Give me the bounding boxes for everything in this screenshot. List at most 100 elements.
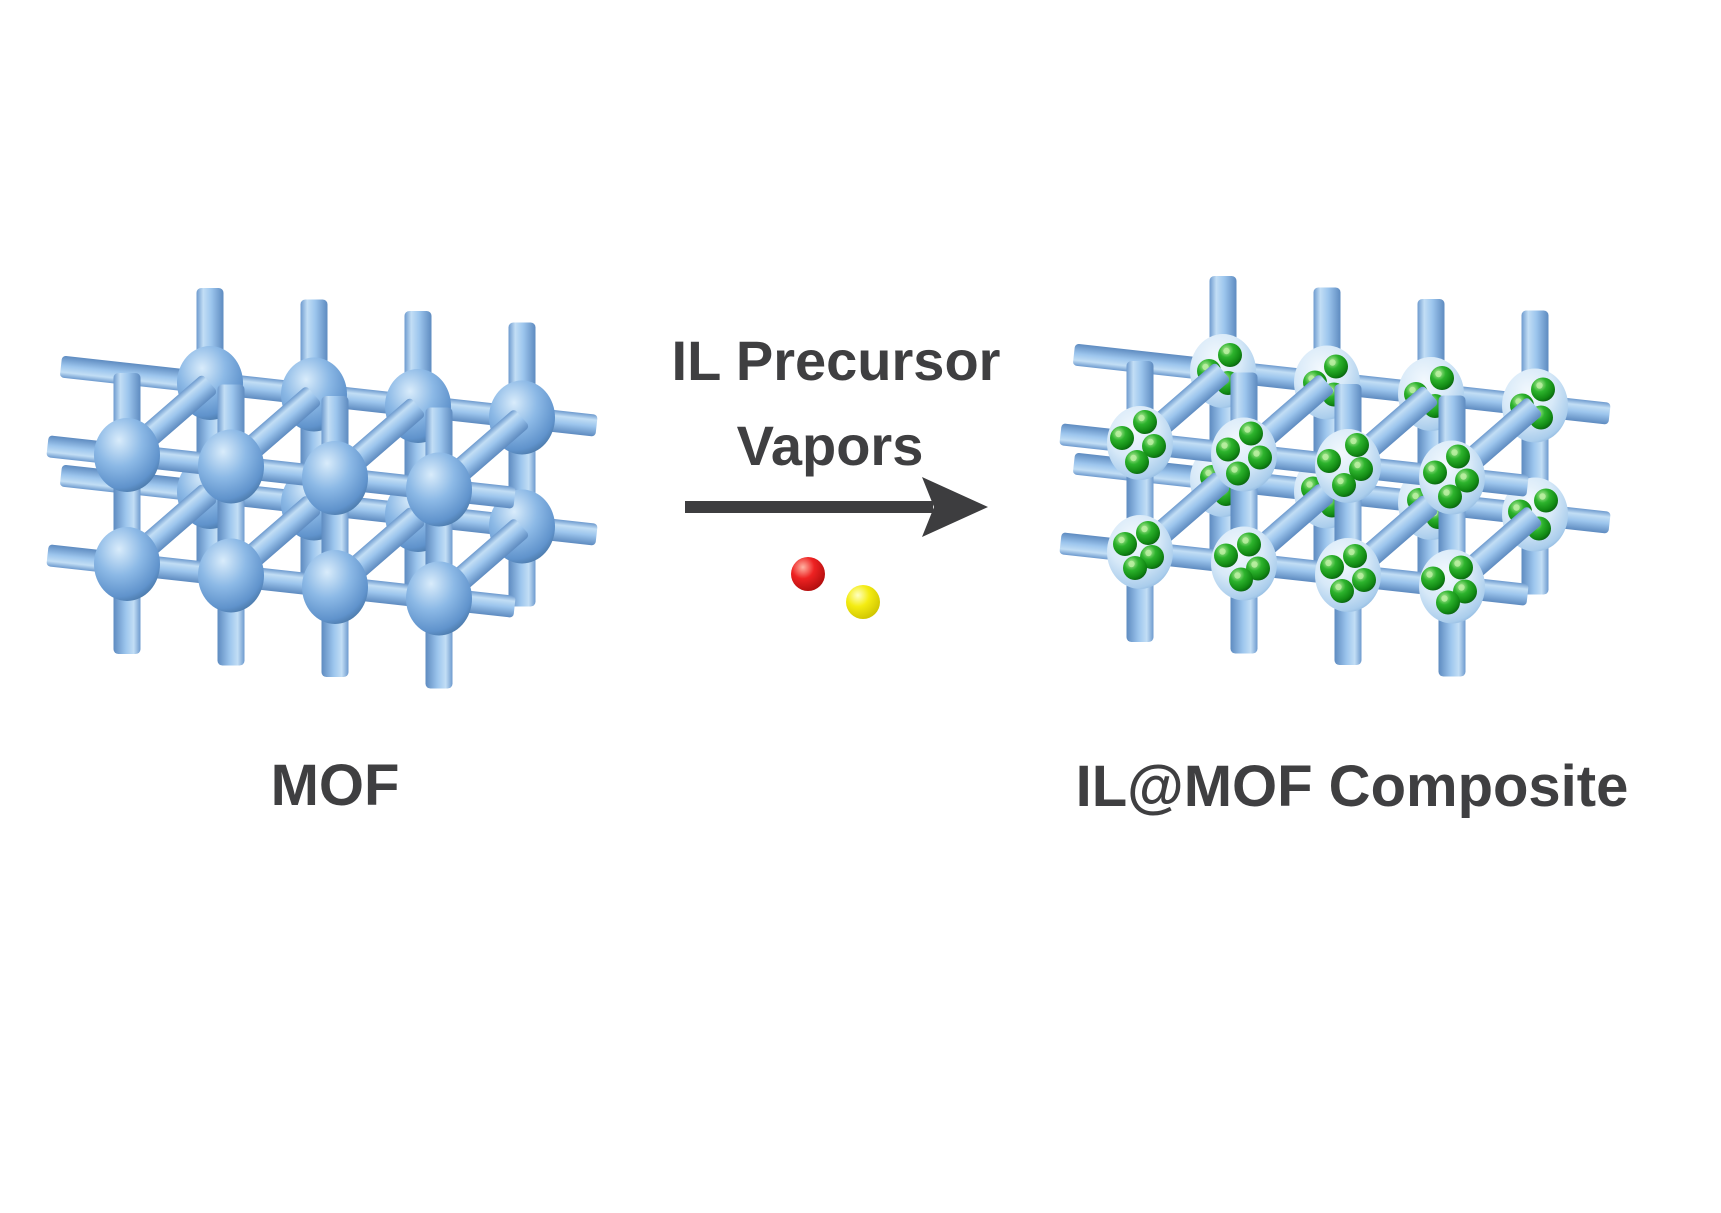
il-guest-molecule [1430,366,1454,390]
il-guest-molecule [1216,437,1240,462]
composite-cage-node [1211,526,1277,601]
il-guest-highlight [1539,493,1546,500]
il-guest-molecule [1229,567,1253,592]
il-guest-highlight [1454,560,1461,567]
mof-metal-node [94,418,160,492]
il-guest-molecule [1438,484,1462,509]
mof-metal-node-sphere [94,418,160,492]
il-guest-molecule [1133,410,1157,434]
composite-cage-node [1419,440,1485,515]
il-guest-highlight [1128,560,1135,568]
reaction-arrow-head [922,477,988,537]
composite-cage-node [1419,549,1485,624]
il-guest-highlight [1513,504,1520,511]
il-guest-highlight [1251,561,1258,568]
il-guest-molecule [1214,543,1238,568]
il-guest-molecule [1453,579,1477,604]
il-guest-highlight [1231,466,1238,473]
il-guest-molecule [1332,473,1356,497]
il-guest-highlight [1306,481,1313,488]
il-guest-molecule [1136,521,1160,545]
il-guest-highlight [1234,572,1241,579]
mof-metal-node-sphere [302,441,368,515]
il-guest-highlight [1242,537,1249,544]
il-guest-molecule [1317,449,1341,473]
il-guest-molecule [1320,555,1344,579]
mof-metal-node-sphere [198,538,264,613]
il-guest-highlight [1219,548,1226,555]
il-guest-highlight [1350,437,1357,445]
il-guest-highlight [1441,595,1448,602]
mof-metal-node [302,550,368,624]
composite-cage-node [1107,406,1173,480]
il-guest-highlight [1202,363,1209,371]
mof-metal-node-sphere [198,429,264,504]
il-guest-highlight [1130,454,1137,462]
il-guest-highlight [1451,449,1458,456]
il-guest-highlight [1253,450,1260,457]
mof-metal-node [94,527,160,601]
il-guest-highlight [1244,426,1251,433]
mof-metal-node [302,441,368,515]
il-guest-highlight [1428,465,1435,472]
il-guest-highlight [1325,559,1332,567]
reaction-arrow-shaft [685,501,933,513]
il-guest-highlight [1348,548,1355,556]
il-guest-molecule [1218,343,1242,367]
il-mof-composite-structure [1059,276,1611,677]
il-guest-molecule [1449,555,1473,580]
mof-metal-node [406,561,472,636]
il-guest-highlight [1223,347,1230,355]
il-guest-highlight [1221,442,1228,449]
il-guest-molecule [1455,468,1479,493]
il-guest-highlight [1147,438,1154,446]
il-guest-molecule [1330,579,1354,603]
il-guest-highlight [1337,477,1344,485]
il-guest-molecule [1140,545,1164,569]
il-guest-molecule [1142,434,1166,458]
composite-cage-node [1107,515,1173,589]
arrow-label-line2: Vapors [737,414,924,477]
mof-metal-node-sphere [406,452,472,527]
il-guest-highlight [1426,571,1433,578]
il-guest-highlight [1354,461,1361,469]
il-guest-highlight [1138,414,1145,422]
il-guest-highlight [1412,492,1419,500]
il-guest-molecule [1531,377,1555,402]
il-guest-molecule [1123,556,1147,580]
mof-metal-node-sphere [302,550,368,624]
il-precursor-red-sphere [791,557,825,591]
mof-label: MOF [271,753,400,818]
il-guest-highlight [1115,430,1122,438]
reaction-arrow [685,477,988,537]
il-guest-molecule [1237,532,1261,557]
mof-metal-node [198,429,264,504]
il-guest-highlight [1205,469,1212,477]
il-guest-molecule [1423,460,1447,485]
il-guest-molecule [1343,544,1367,568]
mof-structure [46,288,598,689]
composite-cage-node [1211,417,1277,492]
il-guest-highlight [1357,572,1364,580]
il-guest-highlight [1409,386,1416,394]
il-guest-molecule [1421,566,1445,591]
il-guest-molecule [1324,354,1348,379]
il-guest-molecule [1446,444,1470,469]
il-guest-molecule [1436,590,1460,615]
il-guest-highlight [1118,536,1125,544]
il-guest-molecule [1110,426,1134,450]
mof-metal-node [406,452,472,527]
il-guest-molecule [1248,445,1272,470]
il-guest-highlight [1458,584,1465,591]
il-guest-molecule [1125,450,1149,474]
il-guest-highlight [1329,359,1336,366]
il-precursor-yellow-sphere [846,585,880,619]
il-guest-highlight [1443,489,1450,496]
mof-metal-node-sphere [94,527,160,601]
mof-metal-node [198,538,264,613]
arrow-label-line1: IL Precursor [672,329,1001,392]
il-guest-highlight [1322,453,1329,461]
il-guest-molecule [1352,568,1376,592]
il-guest-highlight [1335,583,1342,591]
